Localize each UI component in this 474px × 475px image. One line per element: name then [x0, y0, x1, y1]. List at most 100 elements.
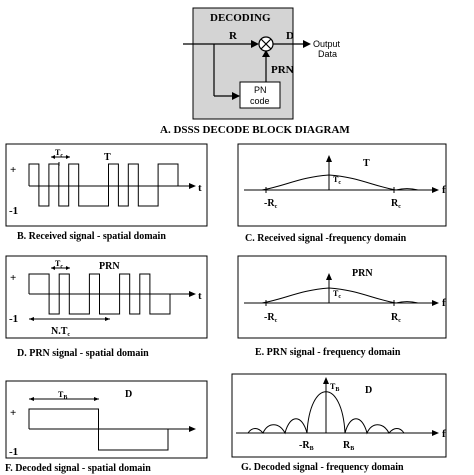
panel-c-right-sub: c — [398, 204, 401, 210]
svg-text:RB: RB — [343, 440, 354, 452]
panel-e-signal-label: PRN — [352, 268, 373, 279]
output-text-1: Output — [313, 39, 341, 49]
panel-f-tb-label: T — [58, 390, 64, 399]
panel-c-right-label: R — [391, 198, 399, 209]
panel-d-tc-marker: Tc — [51, 259, 70, 270]
svg-text:-RB: -RB — [299, 440, 314, 452]
svg-text:Rc: Rc — [391, 312, 401, 324]
panel-b-minus: -1 — [9, 205, 18, 217]
panel-e-axis-arrow — [432, 300, 439, 306]
panel-c-peak-sub: c — [338, 180, 341, 186]
svg-text:TB: TB — [330, 382, 339, 393]
panel-e-right-sub: c — [398, 318, 401, 324]
panel-g-right-label: R — [343, 440, 351, 451]
panel-c-caption: C. Received signal -frequency domain — [245, 233, 407, 244]
svg-text:-Rc: -Rc — [264, 198, 278, 210]
output-text-2: Data — [318, 49, 337, 59]
panel-g-caption: G. Decoded signal - frequency domain — [241, 462, 404, 473]
panel-b-axis-arrow — [189, 183, 196, 189]
panel-c-peak-arrow — [326, 155, 332, 162]
panel-f-minus: -1 — [9, 446, 18, 458]
panel-f-plus: + — [10, 407, 16, 419]
panel-d-frame — [5, 255, 208, 339]
panel-b-axis-label: t — [198, 182, 202, 194]
panel-f-caption: F. Decoded signal - spatial domain — [5, 463, 151, 474]
panel-c: f T Tc -Rc Rc C. Received signal -freque… — [237, 143, 447, 244]
panel-g-peak-sub: B — [335, 387, 339, 393]
panel-g-spectrum — [247, 391, 405, 435]
panel-g-axis-arrow — [432, 430, 439, 436]
panel-c-frame — [237, 143, 447, 227]
panel-d-tc-sub: c — [60, 264, 63, 270]
block-diagram-caption: A. DSSS DECODE BLOCK DIAGRAM — [160, 124, 350, 136]
panel-c-peak-label: T — [333, 175, 339, 184]
panel-e-peak-sub: c — [338, 294, 341, 300]
panel-d-caption: D. PRN signal - spatial domain — [17, 348, 149, 359]
panel-e-peak-label: T — [333, 289, 339, 298]
prn-arrow — [262, 50, 270, 57]
panel-g: f D TB -RB RB G. Decoded signal - freque… — [231, 373, 447, 473]
panel-b-waveform — [28, 163, 179, 207]
panel-e-left-sub: c — [275, 318, 278, 324]
pn-code-box — [239, 81, 281, 109]
panel-e-peak-arrow — [326, 273, 332, 280]
panel-g-signal-label: D — [365, 385, 372, 396]
panel-d-axis-arrow — [189, 291, 196, 297]
panel-e-left-label: -R — [264, 312, 275, 323]
panel-f-tb-sub: B — [63, 395, 67, 401]
decoding-title: DECODING — [210, 12, 271, 24]
svg-text:N.Tc: N.Tc — [51, 326, 70, 338]
panel-g-frame — [231, 373, 447, 458]
pn-code-line1: PN — [254, 85, 267, 95]
svg-text:TB: TB — [58, 390, 67, 401]
panel-c-spectrum — [244, 174, 433, 191]
panel-c-axis-arrow — [432, 187, 439, 193]
panel-d-tc-label: T — [55, 259, 61, 268]
panel-f-signal-label: D — [125, 389, 132, 400]
panel-e-axis-label: f — [442, 297, 446, 309]
panel-d-plus: + — [10, 272, 16, 284]
panel-b-frame — [5, 143, 208, 227]
panel-e-frame — [237, 255, 447, 339]
svg-text:Tc: Tc — [55, 148, 63, 159]
panel-e: f PRN Tc -Rc Rc E. PRN signal - frequenc… — [237, 255, 447, 358]
panel-d-minus: -1 — [9, 313, 18, 325]
panel-g-axis-label: f — [442, 428, 446, 440]
panel-c-axis-label: f — [442, 184, 446, 196]
panel-d-waveform — [28, 273, 171, 315]
svg-text:Tc: Tc — [333, 175, 341, 186]
pn-code-line2: code — [250, 96, 270, 106]
panel-c-left-label: -R — [264, 198, 275, 209]
panel-d-span-label: N.T — [51, 326, 68, 337]
block-diagram: DECODING R PN code PRN D Output Data A. … — [160, 7, 350, 136]
panel-b-signal-label: T — [104, 152, 111, 163]
svg-text:Tc: Tc — [333, 289, 341, 300]
panel-f-tb-marker: TB — [29, 390, 99, 401]
panel-d: t + -1 PRN Tc N.Tc D. PRN signal - spati… — [5, 255, 208, 359]
output-arrow — [303, 40, 311, 48]
panel-d-signal-label: PRN — [99, 261, 120, 272]
prn-label: PRN — [271, 64, 294, 76]
svg-text:Rc: Rc — [391, 198, 401, 210]
panel-g-left-label: -R — [299, 440, 310, 451]
panel-g-peak-label: T — [330, 382, 336, 391]
panel-d-span-sub: c — [67, 332, 70, 338]
input-label: R — [229, 30, 238, 42]
panel-f-frame — [5, 380, 208, 459]
panel-f-waveform — [28, 408, 169, 451]
panel-b-tc-sub: c — [60, 153, 63, 159]
multiplier-cross-2 — [260, 38, 272, 50]
panel-f: + -1 D TB F. Decoded signal - spatial do… — [5, 380, 208, 474]
panel-d-axis-label: t — [198, 290, 202, 302]
panel-c-signal-label: T — [363, 158, 370, 169]
panel-b-tc-label: T — [55, 148, 61, 157]
panel-d-span-marker: N.Tc — [29, 317, 110, 338]
panel-b: t + -1 T Tc B. Received signal - spatial… — [5, 143, 208, 242]
svg-text:-Rc: -Rc — [264, 312, 278, 324]
panel-e-caption: E. PRN signal - frequency domain — [255, 347, 401, 358]
panel-b-plus: + — [10, 164, 16, 176]
panel-g-peak-arrow — [323, 377, 329, 384]
panel-b-caption: B. Received signal - spatial domain — [17, 231, 166, 242]
panel-e-spectrum — [244, 287, 433, 304]
